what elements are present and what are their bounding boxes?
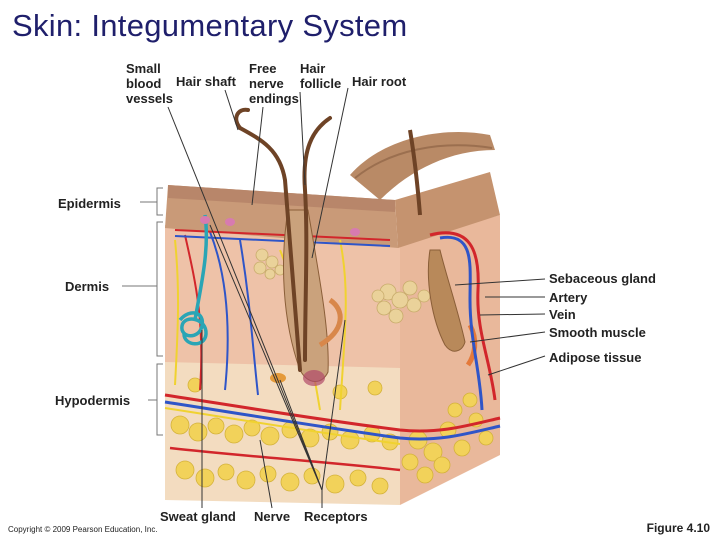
label-small-blood-vessels: Small blood vessels (126, 61, 173, 106)
label-hair-shaft: Hair shaft (176, 74, 236, 89)
label-sweat-gland: Sweat gland (160, 509, 236, 524)
deep-vessels (164, 393, 501, 472)
label-epidermis: Epidermis (58, 196, 121, 211)
free-nerve-endings-cluster (253, 248, 286, 280)
label-sebaceous-gland: Sebaceous gland (549, 271, 656, 286)
hair-shafts (234, 107, 332, 372)
label-hair-follicle: Hair follicle (300, 61, 342, 91)
label-receptors: Receptors (304, 509, 368, 524)
copyright-notice: Copyright © 2009 Pearson Education, Inc. (8, 525, 158, 534)
label-hypodermis: Hypodermis (55, 393, 131, 408)
label-hair-root: Hair root (352, 74, 407, 89)
label-vein: Vein (549, 307, 576, 322)
label-dermis: Dermis (65, 279, 110, 294)
label-nerve: Nerve (254, 509, 291, 524)
leader-lines (167, 87, 546, 509)
skin-block-side (350, 129, 500, 505)
label-free-nerve-endings: Free nerve endings (249, 61, 299, 106)
figure-number: Figure 4.10 (646, 521, 710, 535)
sweat-gland (178, 214, 209, 346)
label-artery: Artery (549, 290, 588, 305)
layer-brackets (122, 187, 163, 436)
label-adipose-tissue: Adipose tissue (549, 350, 642, 365)
adipose-front (170, 377, 399, 495)
label-smooth-muscle: Smooth muscle (549, 325, 646, 340)
page-title: Skin: Integumentary System (12, 8, 408, 43)
